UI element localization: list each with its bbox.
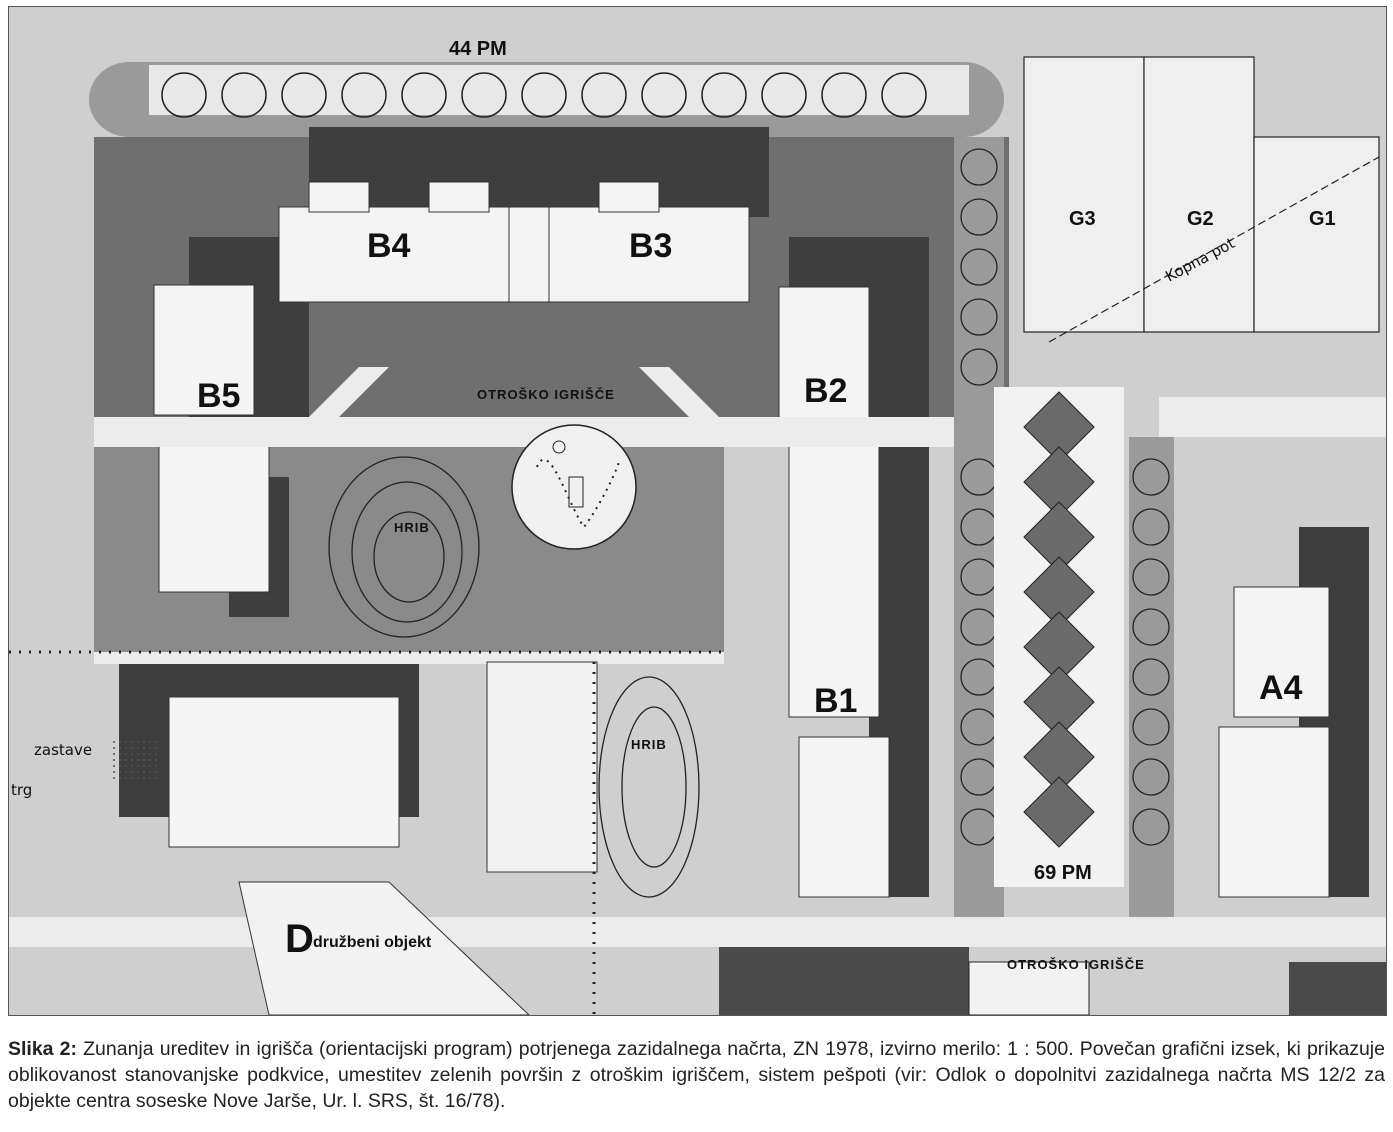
open-field: [486, 661, 598, 873]
label-top-road: 44 PM: [449, 38, 507, 60]
label-b3: B3: [629, 227, 672, 265]
label-social-letter: D: [285, 917, 314, 961]
social-building: [238, 881, 530, 1015]
building-b5: [153, 284, 270, 593]
label-b4: B4: [367, 227, 411, 265]
label-g3: G3: [1069, 208, 1096, 230]
label-social-text: družbeni objekt: [313, 934, 432, 951]
label-playground-bottom: OTROŠKO IGRIŠČE: [1007, 957, 1145, 972]
label-hill-left: HRIB: [394, 520, 430, 535]
label-g1: G1: [1309, 208, 1336, 230]
caption-label: Slika 2:: [8, 1038, 77, 1060]
label-b1: B1: [814, 682, 857, 720]
building-b2-b1: [778, 286, 890, 898]
site-plan-drawing: 44 PM 69 PM B4 B3 B5 B2 B1 A4 G3 G2 G1 O…: [9, 7, 1386, 1015]
building-a4: [1218, 586, 1330, 898]
label-playground-top: OTROŠKO IGRIŠČE: [477, 387, 615, 402]
label-g2: G2: [1187, 208, 1214, 230]
label-zastave: zastave: [34, 741, 92, 759]
building-b4-b3: [278, 181, 750, 303]
figure-caption: Slika 2: Zunanja ureditev in igrišča (or…: [8, 1036, 1385, 1114]
site-plan-map: 44 PM 69 PM B4 B3 B5 B2 B1 A4 G3 G2 G1 O…: [8, 6, 1387, 1016]
label-b2: B2: [804, 372, 847, 410]
footpaths: [9, 367, 1386, 947]
label-b5: B5: [197, 377, 240, 415]
label-bottom-road: 69 PM: [1034, 862, 1092, 884]
garages: [1023, 56, 1380, 333]
label-trg: trg: [11, 781, 32, 799]
parking-diamonds: [1023, 391, 1095, 848]
playground-top: [511, 424, 637, 550]
hill-left: [328, 456, 480, 638]
label-a4: A4: [1259, 669, 1303, 707]
label-hill-right: HRIB: [631, 737, 667, 752]
caption-text: Zunanja ureditev in igrišča (orientacijs…: [8, 1038, 1385, 1112]
hill-right: [598, 676, 700, 898]
top-tree-circles: [161, 72, 927, 118]
